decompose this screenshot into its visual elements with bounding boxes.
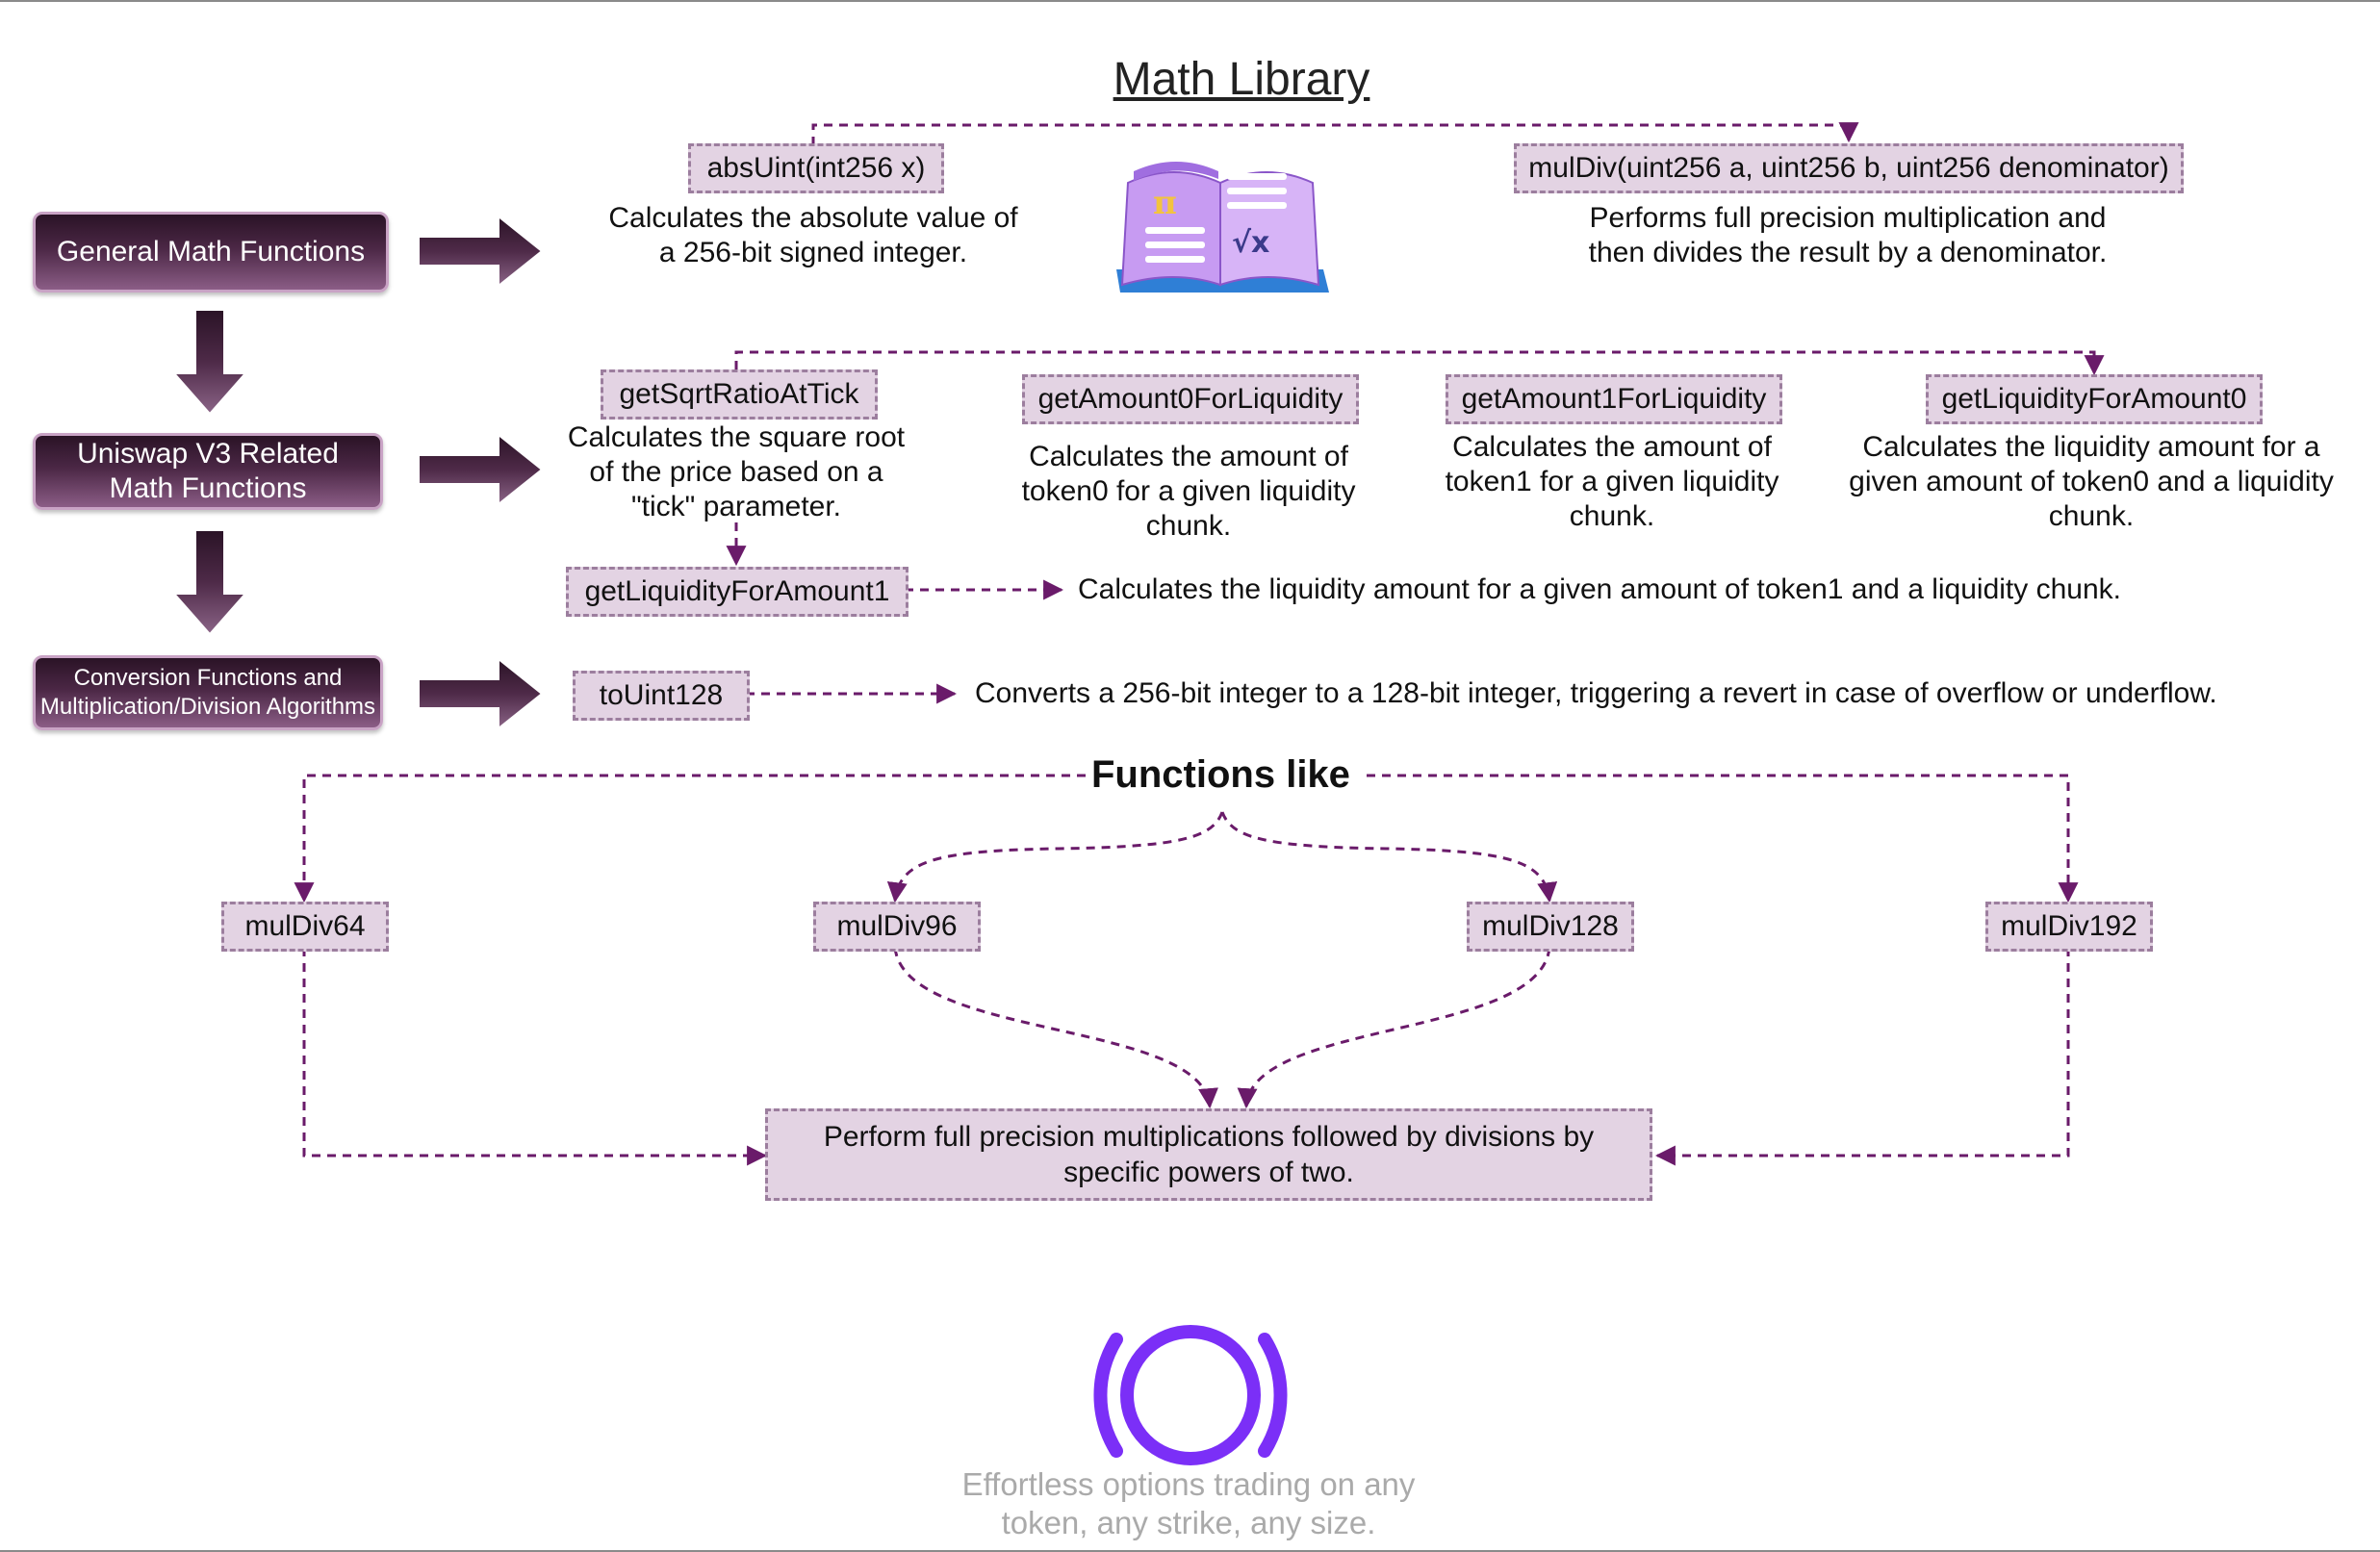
muldiv-result-box: Perform full precision multiplications f… — [765, 1108, 1652, 1201]
getamount1forliquidity-description: Calculates the amount of token1 for a gi… — [1445, 431, 1779, 532]
function-getliquidityforamount0: getLiquidityForAmount0 — [1926, 374, 2263, 424]
right-arrow-icon — [418, 656, 544, 731]
connector-64-result — [302, 948, 768, 1166]
top-border — [0, 0, 2380, 2]
connector-muldiv64 — [294, 774, 1086, 903]
function-getliquidityforamount1: getLiquidityForAmount1 — [566, 567, 908, 617]
absuint-description: Calculates the absolute value of a 256-b… — [608, 202, 1018, 268]
getsqrtratioattick-description: Calculates the square root of the price … — [567, 421, 906, 522]
function-touint128: toUint128 — [573, 671, 750, 721]
function-muldiv64: mulDiv64 — [221, 902, 389, 952]
touint128-description: Converts a 256-bit integer to a 128-bit … — [975, 677, 2217, 709]
sidebar-general-math: General Math Functions — [33, 212, 389, 293]
down-arrow-icon — [171, 529, 248, 636]
getamount0forliquidity-description: Calculates the amount of token0 for a gi… — [1021, 441, 1356, 542]
function-absuint: absUint(int256 x) — [688, 143, 944, 193]
sidebar-conversion: Conversion Functions and Multiplication/… — [33, 655, 383, 730]
getliquidityforamount1-description: Calculates the liquidity amount for a gi… — [1078, 573, 2121, 605]
connector-general — [811, 122, 1859, 145]
function-muldiv128: mulDiv128 — [1467, 902, 1634, 952]
connector-uniswap-top — [734, 350, 2105, 376]
connector-muldiv192 — [1367, 774, 2079, 903]
sidebar-uniswap-math: Uniswap V3 Related Math Functions — [33, 433, 383, 510]
svg-text:π: π — [1153, 184, 1177, 222]
function-muldiv96: mulDiv96 — [813, 902, 981, 952]
brand-logo-icon — [1093, 1325, 1288, 1465]
footer-tagline: Effortless options trading on any token,… — [961, 1466, 1416, 1540]
down-arrow-icon — [171, 309, 248, 416]
function-getamount0forliquidity: getAmount0ForLiquidity — [1022, 374, 1359, 424]
functions-like-heading: Functions like — [1091, 753, 1350, 796]
function-muldiv: mulDiv(uint256 a, uint256 b, uint256 den… — [1514, 143, 2184, 193]
right-arrow-icon — [418, 432, 544, 507]
connector-96-result — [893, 947, 1218, 1109]
connector-128-result — [1237, 947, 1551, 1109]
bottom-border — [0, 1550, 2380, 1552]
function-getsqrtratioattick: getSqrtRatioAtTick — [601, 369, 878, 420]
connector-192-result — [1654, 948, 2070, 1166]
page-title: Math Library — [1113, 54, 1370, 105]
getliquidityforamount0-description: Calculates the liquidity amount for a gi… — [1849, 431, 2334, 532]
function-muldiv192: mulDiv192 — [1985, 902, 2153, 952]
connector-muldiv128 — [1220, 811, 1558, 903]
muldiv-description: Performs full precision multiplication a… — [1588, 202, 2108, 268]
connector-muldiv96 — [886, 811, 1224, 903]
right-arrow-icon — [418, 214, 544, 289]
svg-text:√x: √x — [1232, 226, 1269, 260]
function-getamount1forliquidity: getAmount1ForLiquidity — [1446, 374, 1782, 424]
math-book-icon: π √x — [1116, 162, 1329, 293]
